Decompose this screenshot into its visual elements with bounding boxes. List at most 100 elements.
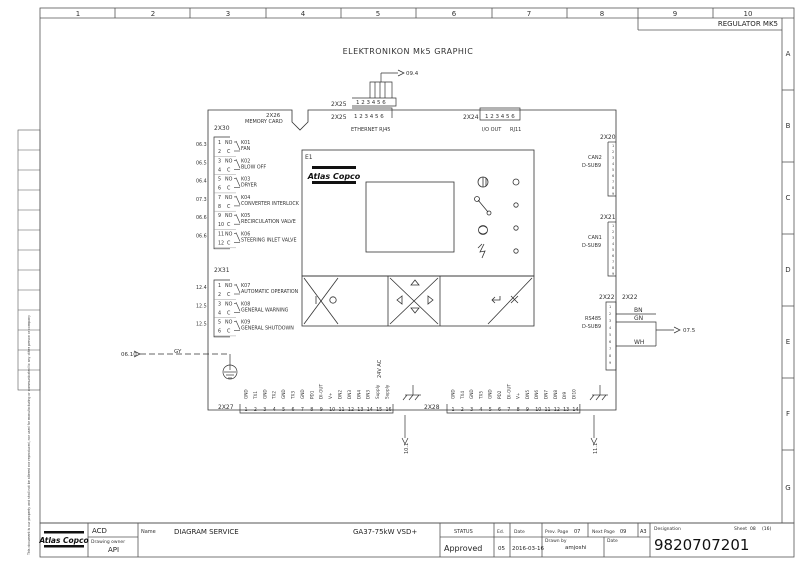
relay-name: CONVERTER INTERLOCK [241,201,300,207]
escape-x-icon [510,295,519,304]
off-sheet-arrows [401,415,598,445]
io-out-label: I/O OUT [482,127,502,133]
col-7: 7 [527,10,531,18]
earth-icon-x28 [589,385,608,401]
col-2: 2 [151,10,155,18]
pin-number: 4 [218,310,221,316]
navigation-arrows-icon [396,279,434,314]
atlas-copco-logo: Atlas Copco [307,166,361,184]
svg-text:5: 5 [612,168,614,172]
wire-gy: GY [174,349,182,355]
ref-09-4: 09.4 [406,71,419,77]
col-8: 8 [600,10,604,18]
svg-text:1: 1 [612,224,614,228]
x27-label: 2X27 [218,404,234,411]
sheet-size: A3 [640,529,647,535]
prev-page-value: 07 [574,529,580,535]
common-contact-label: C [227,204,231,210]
terminal-signal: GND [300,389,305,399]
no-contact-label: NO [225,213,233,219]
terminal-signal: GND [488,389,493,399]
relay-switch-icon [235,140,241,151]
can1-label: CAN1 [588,235,602,241]
svg-text:9: 9 [612,272,614,276]
display-toggle-icon [477,176,489,188]
terminal-signal: DN4 [356,390,361,399]
col-3: 3 [226,10,230,18]
prev-page-label: Prev. Page [545,529,568,535]
pin-number: 5 [218,177,221,183]
relay-name: DRYER [241,183,258,189]
row-f: F [786,410,790,418]
led-indicator-1 [512,178,520,186]
common-contact-label: C [227,149,231,155]
terminal-pin: 9 [320,407,323,413]
next-page-label: Next Page [592,529,615,535]
svg-text:3: 3 [609,319,611,323]
no-contact-label: NO [225,232,233,238]
pin-number: 2 [218,292,221,298]
svg-text:8: 8 [612,266,614,270]
row-g: G [785,484,790,492]
ref-11-1: 11.1 [593,443,599,454]
svg-text:3: 3 [612,236,614,240]
terminal-pin: 12 [554,407,560,413]
ground-connection [133,350,238,380]
svg-text:6: 6 [612,174,614,178]
col-5: 5 [376,10,380,18]
x28-terminal-strip: 1GND2TX43GND4TX55GND6PD27DI-OUT8V+9DN510… [446,384,581,414]
org-code: ACD [92,527,107,535]
x21-label: 2X21 [600,214,616,221]
fan-icon [478,225,488,235]
sheet-total: (16) [762,526,771,532]
drawn-by-label: Drawn by [545,538,567,544]
col-10: 10 [744,10,753,18]
drawing-owner-label: Drawing owner [91,539,125,545]
no-contact-label: NO [225,301,233,307]
rs485-label: RS485 [585,316,601,322]
terminal-pin: 8 [310,407,313,413]
relay-ref: 12.4 [196,285,207,291]
rj11-label: RJ11 [510,127,521,133]
row-c: C [786,194,791,202]
no-contact-label: NO [225,283,233,289]
x30-label: 2X30 [214,125,230,132]
sheet-frame [39,7,795,524]
relay-switch-icon [235,177,241,187]
sheet-label: Sheet [734,526,747,532]
terminal-pin: 5 [489,407,492,413]
stop-button-icon [315,296,337,304]
ref-06-10: 06.10 [121,352,137,358]
terminal-signal: V+ [516,392,521,399]
svg-text:1: 1 [612,144,614,148]
col-4: 4 [301,10,306,18]
terminal-signal: TX1 [253,391,258,400]
terminal-pin: 2 [254,407,257,413]
common-contact-label: C [227,222,231,228]
wrench-icon [474,196,492,216]
relay-id: K04 [241,195,250,201]
date-value: 2016-03-16 [512,546,544,552]
terminal-signal: GND [262,389,267,399]
diagram-title: ELEKTRONIKON Mk5 GRAPHIC [343,47,474,56]
wire-gn: GN [634,315,643,322]
relay-name: STEERING INLET VALVE [241,238,297,244]
terminal-pin: 1 [452,407,455,413]
designation-label: Designation [654,526,681,532]
memory-card-label: MEMORY CARD [245,119,283,125]
x22-right-label: 2X22 [622,294,638,301]
pin-number: 1 [218,140,221,146]
name-label: Name [141,529,156,535]
pin-number: 5 [218,320,221,326]
earth-icon-x27 [402,385,421,401]
pin-number: 7 [218,195,221,201]
relay-ref: 07.3 [196,197,207,203]
row-labels: A B C D E F G [785,50,790,492]
svg-text:9: 9 [609,361,611,365]
pin-number: 6 [218,186,221,192]
pin-number: 11 [218,232,224,238]
terminal-signal: PD1 [309,390,314,399]
terminal-signal: V+ [328,392,333,399]
ethernet-label: ETHERNET RJ45 [351,127,390,133]
